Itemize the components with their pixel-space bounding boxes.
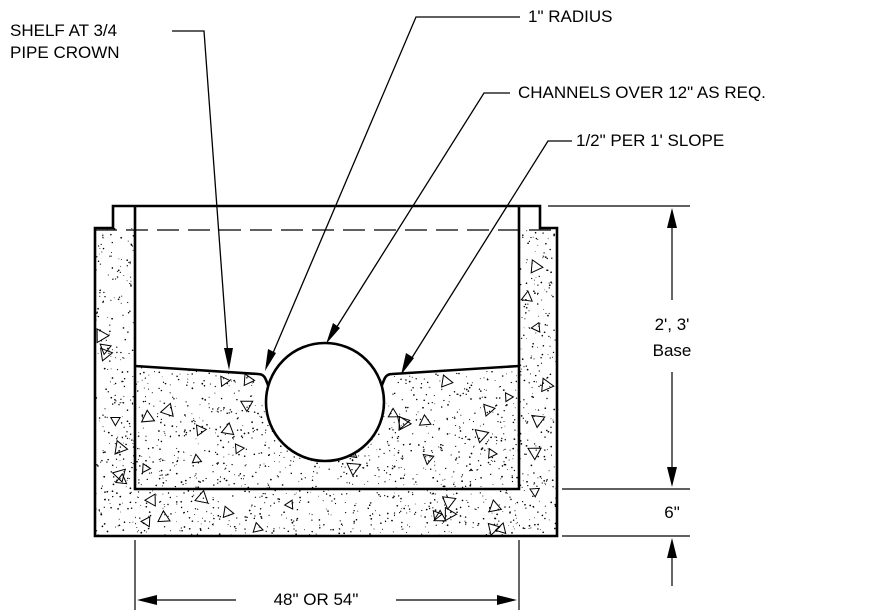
pipe-circle	[264, 341, 386, 463]
label-height-line2: Base	[652, 341, 692, 360]
width-dimension	[134, 540, 520, 610]
label-shelf-line1: SHELF AT 3/4	[10, 21, 118, 40]
label-slope: 1/2" PER 1' SLOPE	[576, 131, 725, 150]
label-height-line1: 2', 3'	[654, 315, 690, 334]
arrow-channels	[326, 323, 340, 344]
leader-channels	[332, 92, 510, 334]
leader-lines	[172, 16, 572, 365]
arrow-shelf	[224, 348, 233, 370]
arrow-slope	[401, 353, 414, 375]
bench-shelf-outline	[134, 364, 520, 391]
height-dimension-arrows	[667, 208, 677, 558]
label-width: 48" OR 54"	[273, 590, 359, 609]
leader-shelf	[172, 30, 229, 359]
label-shelf-line2: PIPE CROWN	[10, 43, 120, 62]
width-dimension-arrows	[137, 595, 517, 605]
arrow-radius	[265, 349, 276, 371]
label-base-thickness: 6"	[664, 503, 680, 522]
label-channels: CHANNELS OVER 12" AS REQ.	[518, 83, 766, 102]
height-dimension	[548, 205, 690, 586]
leader-radius	[269, 16, 520, 361]
inner-wall-outline	[133, 206, 521, 491]
label-radius: 1" RADIUS	[528, 7, 613, 26]
leader-arrowheads	[224, 323, 414, 375]
leader-slope	[407, 140, 572, 365]
